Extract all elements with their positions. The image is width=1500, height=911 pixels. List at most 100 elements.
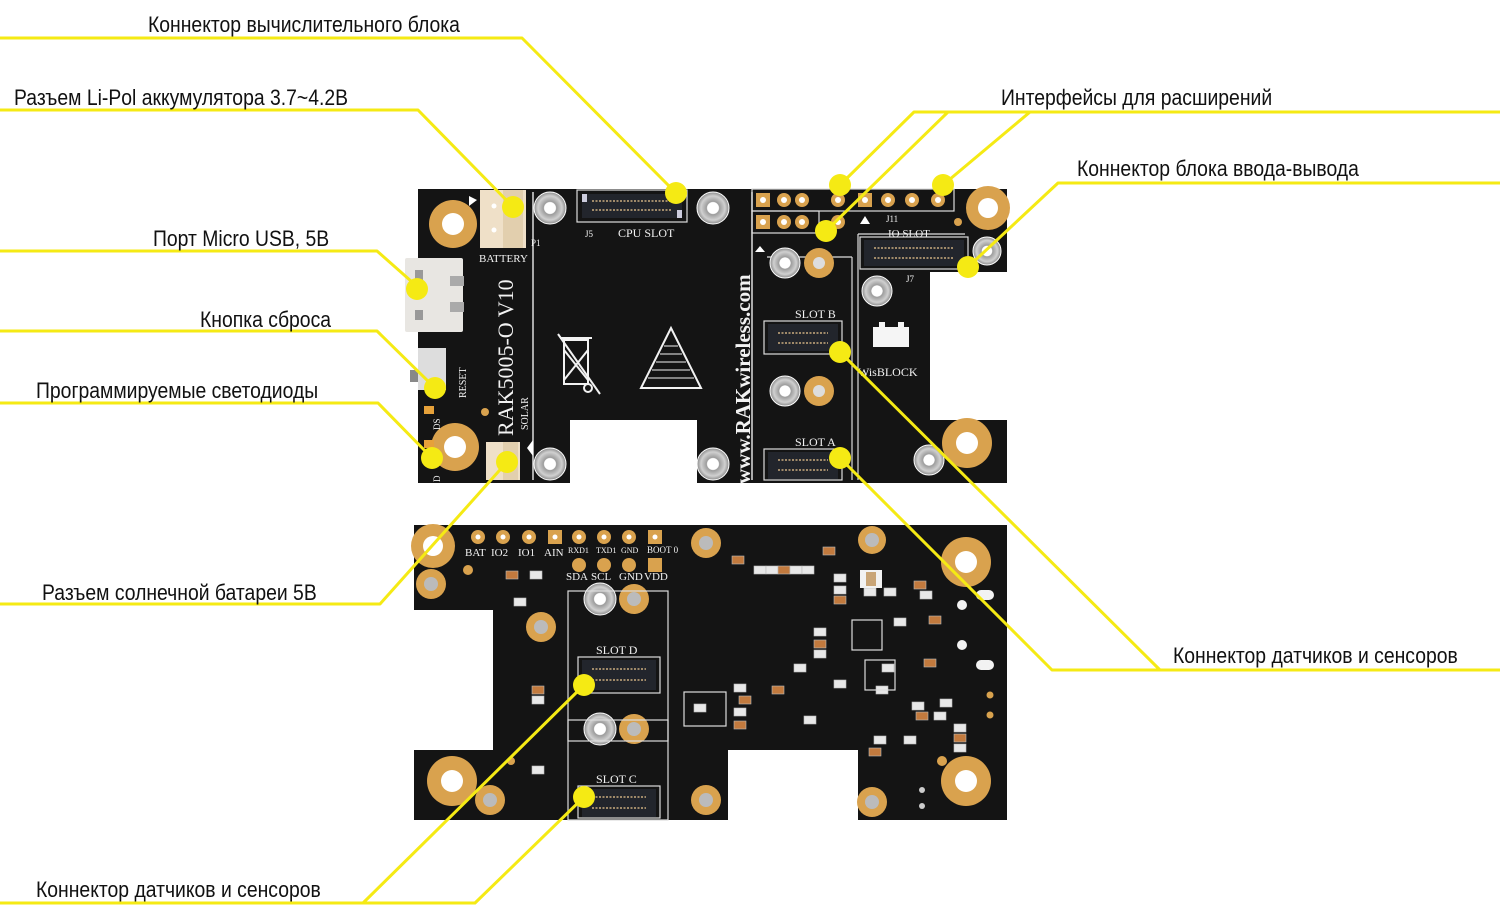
p1-silk: P1: [531, 238, 541, 248]
standoff: [696, 191, 730, 225]
smd-c1: [868, 747, 882, 757]
header-pad: [648, 558, 662, 572]
smd-u5: [733, 720, 747, 730]
standoff: [913, 444, 945, 476]
pad-hole: [500, 534, 506, 540]
dot-expansion-1: [829, 174, 851, 196]
dot-reset: [424, 377, 446, 399]
standoff: [857, 787, 887, 817]
smd-c5: [813, 639, 827, 649]
callout-lines: [0, 36, 1500, 905]
smd-c20: [531, 685, 545, 695]
pad-hole: [626, 534, 632, 540]
label-battery-connector: Разъем Li-Pol аккумулятора 3.7~4.2В: [14, 85, 349, 110]
standoff: [526, 612, 556, 642]
pad-hole: [601, 534, 607, 540]
smd-d4: [738, 695, 752, 705]
smd-c12: [813, 649, 827, 659]
smd-c3: [893, 617, 907, 627]
led-indicator: [424, 440, 434, 448]
led-indicator: [424, 406, 434, 414]
pad-hole: [652, 534, 658, 540]
bottom-board-outline: [414, 525, 1007, 820]
pin-label: RXD1: [568, 546, 589, 555]
mount-hole: [942, 418, 992, 468]
standoff: [691, 528, 721, 558]
label-leds: Программируемые светодиоды: [36, 378, 319, 403]
smd-c15: [911, 701, 925, 711]
mount-hole: [966, 186, 1010, 230]
smd-c22: [531, 765, 545, 775]
slot-a-connector: [763, 448, 843, 481]
smd-r16: [771, 685, 785, 695]
dot-expansion-2: [815, 220, 837, 242]
dot-usb: [406, 278, 428, 300]
standoff: [619, 584, 649, 614]
slot-b-connector: [763, 320, 843, 355]
board-model: RAK5005-O V10: [493, 279, 518, 436]
standoff: [861, 275, 893, 307]
smd-r2: [903, 735, 917, 745]
pin-label: BOOT 0: [647, 545, 679, 555]
ic-u5: [683, 691, 727, 727]
dot-slot-a: [829, 447, 851, 469]
label-io-connector: Коннектор блока ввода-вывода: [1077, 156, 1359, 181]
smd-c11: [813, 627, 827, 637]
standoff: [691, 785, 721, 815]
dot-slot-b: [829, 341, 851, 363]
slot-d-silk: SLOT D: [596, 643, 638, 657]
smd-c16: [693, 703, 707, 713]
smd-c8: [833, 595, 847, 605]
ic-u3: [851, 619, 883, 651]
dot-slot-d: [573, 674, 595, 696]
label-reset-button: Кнопка сброса: [200, 307, 332, 332]
pin-label: VDD: [644, 571, 668, 583]
smd-c4: [928, 615, 942, 625]
reset-silk: RESET: [458, 367, 469, 398]
io-header-pads: [471, 530, 662, 572]
wisblock-silk: WisBLOCK: [858, 365, 918, 379]
battery-silk: BATTERY: [479, 253, 528, 265]
standoff: [533, 191, 567, 225]
standoff: [583, 582, 617, 616]
standoff: [533, 447, 567, 481]
leader-leds: [0, 401, 434, 460]
website-silk: www.RAKwireless.com: [731, 274, 755, 484]
pad-hole: [526, 534, 532, 540]
dot-slot-c: [573, 786, 595, 808]
dot-battery: [502, 196, 524, 218]
smd-r5: [953, 743, 967, 753]
dot-io: [957, 256, 979, 278]
cpu-slot-silk: CPU SLOT: [618, 226, 675, 240]
smd-c13: [529, 570, 543, 580]
pin-label: GND: [621, 546, 639, 555]
smd-r10: [753, 565, 767, 575]
led-silk-1: DS: [432, 418, 442, 430]
smd-c24: [801, 565, 815, 575]
smd-l1: [883, 587, 897, 597]
dot-leds: [421, 447, 443, 469]
cpu-slot-connector: [576, 189, 688, 223]
header-pad: [572, 558, 586, 572]
slot-b-silk: SLOT B: [795, 307, 836, 321]
leader-expansion-1: [838, 110, 1500, 187]
esd-warning-icon: [639, 325, 703, 389]
smd-c7: [833, 573, 847, 583]
leader-expansion-2: [824, 110, 1020, 233]
leader-sensor-bottom-2: [363, 795, 586, 905]
standoff: [804, 376, 834, 406]
standoff: [475, 785, 505, 815]
header-pad: [622, 558, 636, 572]
smd-c31: [513, 597, 527, 607]
smd-c17: [822, 546, 836, 556]
smd-r23: [913, 580, 927, 590]
bottom-board: BAT IO2 IO1 AIN RXD1 TXD1 GND BOOT 0 SDA…: [411, 524, 1007, 821]
smd-c25: [531, 695, 545, 705]
standoff: [858, 526, 886, 554]
smd-r13: [765, 565, 779, 575]
smd-r4: [933, 711, 947, 721]
label-solar-connector: Разъем солнечной батареи 5В: [42, 580, 317, 605]
standoff: [804, 248, 834, 278]
